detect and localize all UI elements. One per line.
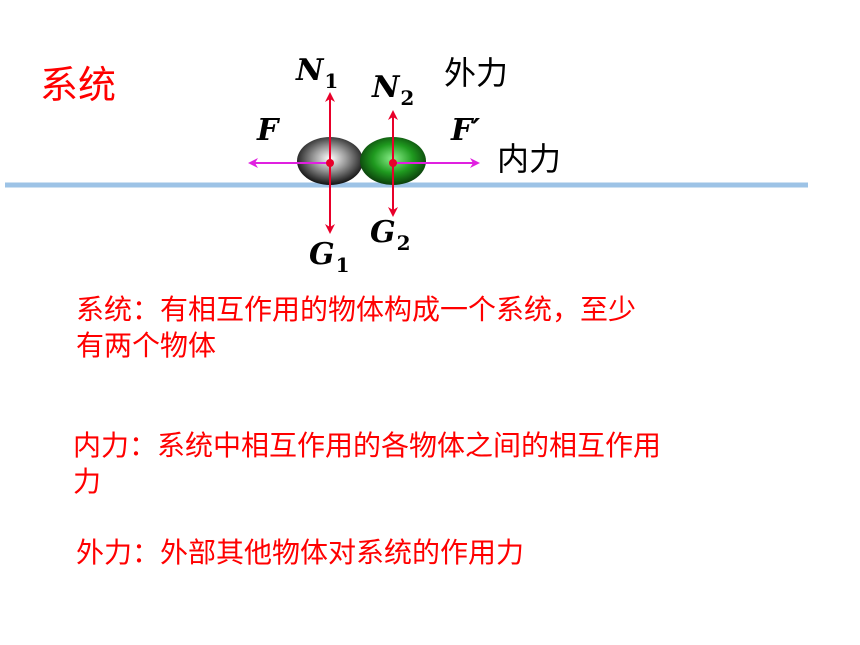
- label-g1: G1: [309, 237, 350, 277]
- system-definition-line1: 系统：有相互作用的物体构成一个系统，至少: [76, 293, 637, 326]
- internal-force-definition-line2: 力: [73, 465, 102, 498]
- external-force-label: 外力: [444, 54, 509, 92]
- label-f: F: [257, 113, 279, 148]
- system-definition-line2: 有两个物体: [76, 329, 217, 362]
- system-definition: 系统：有相互作用的物体构成一个系统，至少 有两个物体: [76, 292, 636, 364]
- external-force-definition: 外力：外部其他物体对系统的作用力: [76, 536, 525, 569]
- page-title: 系统: [40, 63, 117, 107]
- internal-force-definition: 内力：系统中相互作用的各物体之间的相互作用 力: [73, 428, 661, 500]
- internal-force-definition-line1: 内力：系统中相互作用的各物体之间的相互作用: [73, 429, 662, 462]
- label-n1: N1: [296, 53, 339, 93]
- internal-force-label: 内力: [497, 140, 562, 178]
- right-ball-center-dot: [389, 159, 397, 167]
- label-f-prime: F′: [451, 113, 481, 148]
- label-n2: N2: [372, 70, 415, 110]
- label-g2: G2: [370, 215, 411, 255]
- left-ball-center-dot: [326, 159, 334, 167]
